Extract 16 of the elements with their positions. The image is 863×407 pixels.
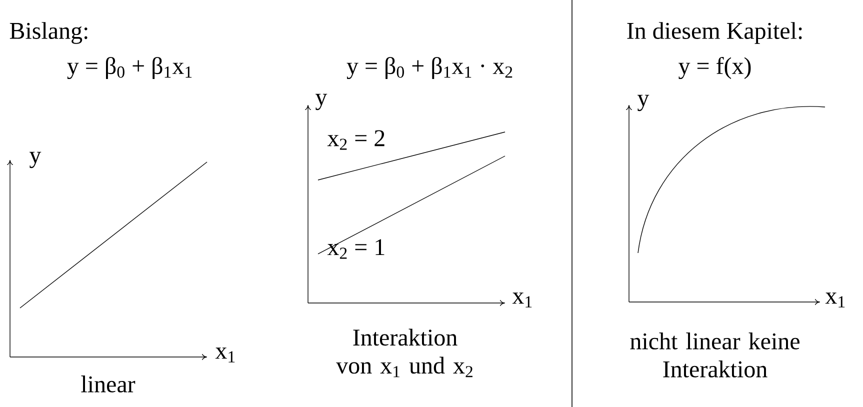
axis-label: y — [316, 94, 328, 110]
axis-label: y — [638, 94, 650, 112]
axis-label: y — [30, 152, 42, 168]
caption-text: linear — [81, 376, 136, 392]
formula-text: y = β$_{0}$ + β$_{1}$x$_{1}$ — [67, 56, 192, 80]
axis-label: x$_{1}$ — [215, 348, 235, 362]
line-label: x$_{2}$ = 2 — [327, 130, 384, 150]
caption-text: nicht linear keine Interaktion — [630, 332, 800, 378]
formula-text: y = β$_{0}$ + β$_{1}$x$_{1}$ · x$_{2}$ — [346, 56, 512, 80]
axis-label: x$_{1}$ — [825, 292, 845, 308]
line-label: x$_{2}$ = 1 — [327, 239, 384, 259]
axis-label: x$_{1}$ — [512, 292, 532, 308]
heading-text: In diesem Kapitel: — [627, 22, 802, 44]
caption-text: Interaktion von x$_{1}$ und x$_{2}$ — [336, 328, 472, 378]
heading-text: Bislang: — [10, 22, 88, 44]
formula-text: y = f(x) — [678, 56, 751, 80]
